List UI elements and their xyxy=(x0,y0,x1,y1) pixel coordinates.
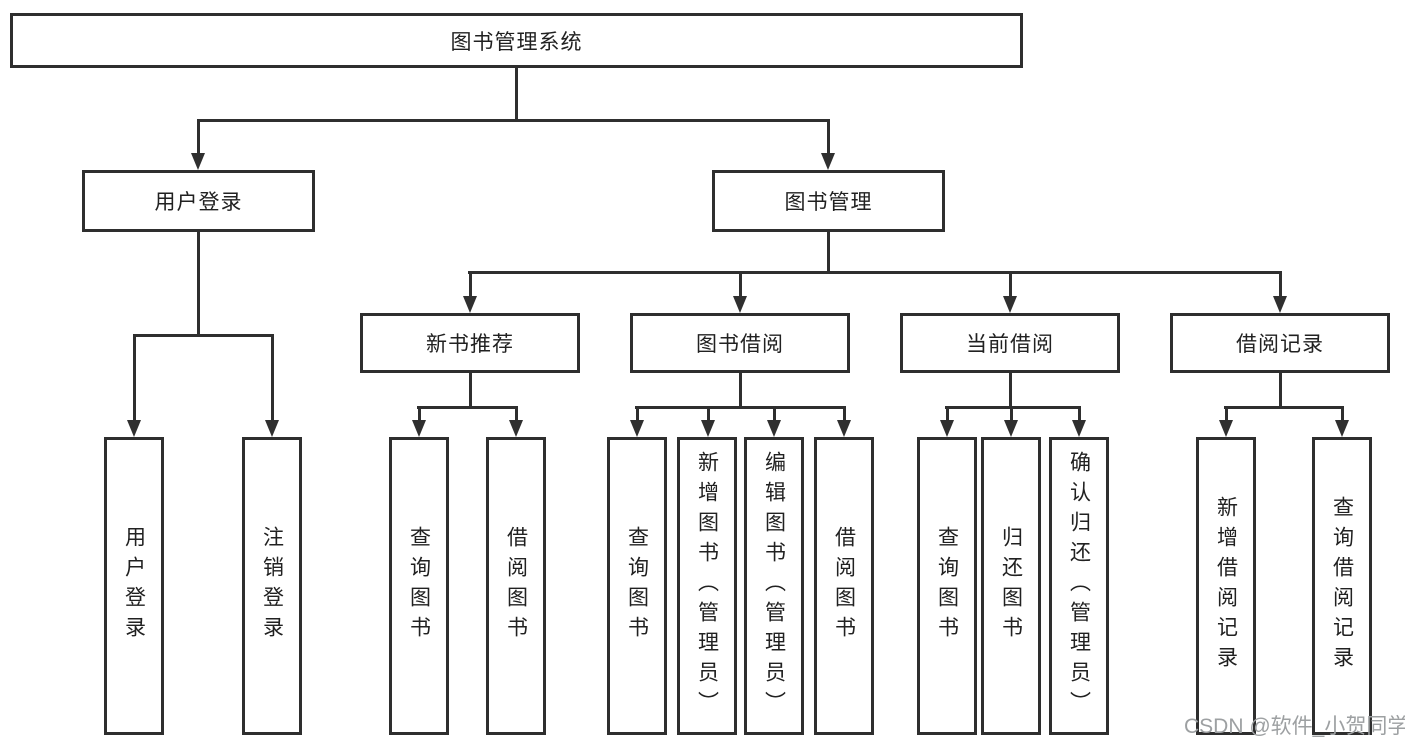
node-user-login: 用户登录 xyxy=(82,170,315,232)
node-label: 图书借阅 xyxy=(696,333,784,356)
connector-vline xyxy=(468,373,472,407)
node-borrowing-records: 借阅记录 xyxy=(1170,313,1390,373)
connector-vline xyxy=(826,232,830,272)
arrow-shaft xyxy=(738,272,742,303)
arrow-down-icon xyxy=(191,153,205,170)
connector-hline xyxy=(197,118,830,122)
arrow-down-icon xyxy=(1335,420,1349,437)
connector-hline xyxy=(417,405,518,409)
connector-vline xyxy=(738,373,742,407)
arrow-down-icon xyxy=(1004,420,1018,437)
arrow-shaft xyxy=(706,407,710,427)
connector-vline xyxy=(1278,373,1282,407)
node-book-borrowing: 图书借阅 xyxy=(630,313,850,373)
arrow-down-icon xyxy=(1219,420,1233,437)
arrow-shaft xyxy=(635,407,639,427)
node-label: 新书推荐 xyxy=(426,333,514,356)
arrow-shaft xyxy=(1224,407,1228,427)
node-label: 查询图书 xyxy=(407,526,431,646)
node-label: 当前借阅 xyxy=(966,333,1054,356)
node-label: 图书管理 xyxy=(784,191,873,214)
node-borrow-books-recommend: 借阅图书 xyxy=(486,437,546,735)
arrow-shaft xyxy=(132,335,136,427)
arrow-shaft xyxy=(1278,272,1282,303)
arrow-shaft xyxy=(945,407,949,427)
node-add-borrow-record: 新增借阅记录 xyxy=(1196,437,1256,735)
node-borrow-books: 借阅图书 xyxy=(814,437,874,735)
connector-vline xyxy=(1008,373,1012,407)
node-label: 编辑图书（管理员） xyxy=(762,451,786,721)
arrow-down-icon xyxy=(1072,420,1086,437)
connector-vline xyxy=(514,68,518,120)
node-label: 用户登录 xyxy=(122,526,146,646)
arrow-shaft xyxy=(270,335,274,427)
connector-hline xyxy=(945,405,1081,409)
arrow-down-icon xyxy=(463,296,477,313)
arrow-shaft xyxy=(1009,407,1013,427)
arrow-shaft xyxy=(842,407,846,427)
arrow-shaft xyxy=(826,120,830,160)
arrow-down-icon xyxy=(837,420,851,437)
arrow-down-icon xyxy=(940,420,954,437)
node-query-books-borrowing: 查询图书 xyxy=(607,437,667,735)
node-user-login-leaf: 用户登录 xyxy=(104,437,164,735)
node-label: 查询借阅记录 xyxy=(1330,496,1354,676)
node-label: 借阅图书 xyxy=(504,526,528,646)
arrow-down-icon xyxy=(127,420,141,437)
node-label: 查询图书 xyxy=(625,526,649,646)
node-current-borrowing: 当前借阅 xyxy=(900,313,1120,373)
connector-hline xyxy=(1224,405,1344,409)
node-query-borrow-record: 查询借阅记录 xyxy=(1312,437,1372,735)
node-query-books-current: 查询图书 xyxy=(917,437,977,735)
node-label: 查询图书 xyxy=(935,526,959,646)
connector-vline xyxy=(196,232,200,335)
node-label: 新增图书（管理员） xyxy=(695,451,719,721)
arrow-down-icon xyxy=(265,420,279,437)
arrow-down-icon xyxy=(1273,296,1287,313)
node-label: 图书管理系统 xyxy=(450,30,583,54)
arrow-shaft xyxy=(514,407,518,427)
node-label: 归还图书 xyxy=(999,526,1023,646)
arrow-shaft xyxy=(417,407,421,427)
arrow-shaft xyxy=(1008,272,1012,303)
arrow-down-icon xyxy=(1003,296,1017,313)
node-confirm-return-admin: 确认归还（管理员） xyxy=(1049,437,1109,735)
connector-hline xyxy=(468,270,1282,274)
node-book-management: 图书管理 xyxy=(712,170,945,232)
connector-hline xyxy=(635,405,846,409)
arrow-down-icon xyxy=(767,420,781,437)
node-library-system-root: 图书管理系统 xyxy=(10,13,1023,68)
node-label: 确认归还（管理员） xyxy=(1067,451,1091,721)
node-return-books: 归还图书 xyxy=(981,437,1041,735)
arrow-shaft xyxy=(196,120,200,160)
node-new-book-recommend: 新书推荐 xyxy=(360,313,580,373)
arrow-shaft xyxy=(468,272,472,303)
node-label: 新增借阅记录 xyxy=(1214,496,1238,676)
node-query-books-recommend: 查询图书 xyxy=(389,437,449,735)
arrow-down-icon xyxy=(412,420,426,437)
node-logout: 注销登录 xyxy=(242,437,302,735)
node-label: 借阅图书 xyxy=(832,526,856,646)
arrow-shaft xyxy=(1340,407,1344,427)
node-label: 借阅记录 xyxy=(1236,333,1324,356)
arrow-down-icon xyxy=(733,296,747,313)
arrow-down-icon xyxy=(630,420,644,437)
arrow-shaft xyxy=(1077,407,1081,427)
connector-hline xyxy=(133,333,274,337)
node-add-books-admin: 新增图书（管理员） xyxy=(677,437,737,735)
node-label: 注销登录 xyxy=(260,526,284,646)
node-label: 用户登录 xyxy=(154,191,243,214)
arrow-down-icon xyxy=(509,420,523,437)
arrow-shaft xyxy=(772,407,776,427)
arrow-down-icon xyxy=(821,153,835,170)
node-edit-books-admin: 编辑图书（管理员） xyxy=(744,437,804,735)
arrow-down-icon xyxy=(701,420,715,437)
watermark-text: CSDN @软件_小贺同学 xyxy=(1184,715,1405,738)
